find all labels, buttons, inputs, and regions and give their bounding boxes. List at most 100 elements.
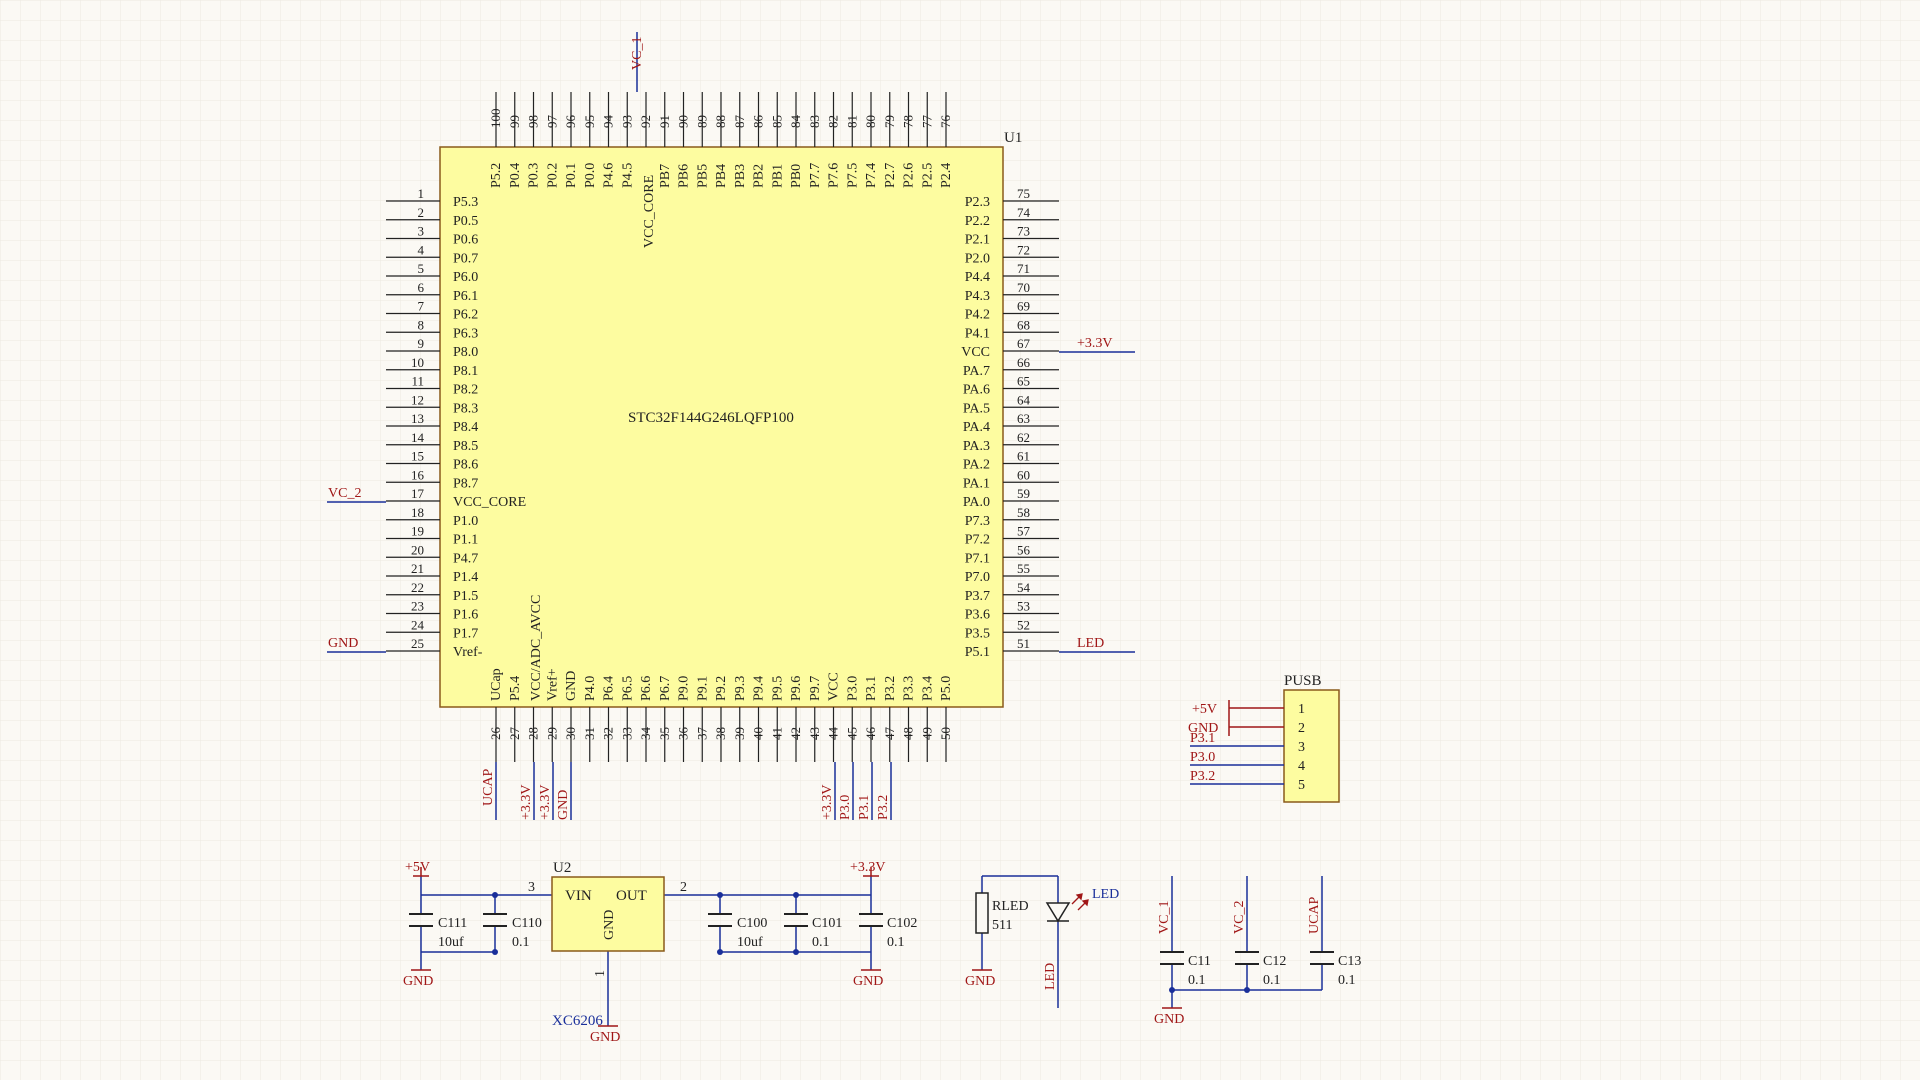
u1-pin-name: P8.4 (453, 420, 478, 435)
pusb-wires (1190, 745, 1284, 785)
u1-pin-name: P3.4 (920, 676, 935, 701)
cap-c102-ref: C102 (887, 916, 917, 931)
u1-pin-number: 5 (418, 261, 425, 276)
u1-pin-name: P4.3 (965, 289, 990, 304)
resistor-rled[interactable] (975, 892, 989, 934)
u1-pin-number: 48 (901, 727, 916, 740)
u1-body[interactable] (439, 146, 1004, 708)
pusb-pin-number: 1 (1298, 702, 1305, 717)
pusb-designator: PUSB (1284, 673, 1322, 689)
u1-pin-name: P6.0 (453, 270, 478, 285)
pusb-net-gnd: GND (1188, 721, 1218, 736)
u1-pin-number: 56 (1017, 542, 1031, 557)
net-label-p31-b: P3.1 (857, 795, 872, 820)
u1-pin-name: P2.7 (883, 163, 898, 188)
u1-pin-number: 11 (411, 374, 424, 389)
pusb-net-p30: P3.0 (1190, 750, 1215, 765)
rled-val: 511 (992, 918, 1012, 933)
u1-pin-number: 97 (544, 115, 559, 129)
u1-pin-name: P8.7 (453, 476, 478, 491)
u1-pin-number: 16 (411, 467, 425, 482)
u1-pin-number: 25 (411, 636, 424, 651)
cap-c12-ref: C12 (1263, 954, 1286, 969)
led-circuit[interactable]: RLED 511 LED GND LED (965, 875, 1119, 1008)
u2-designator: U2 (553, 860, 571, 876)
u1-pin-name: P9.6 (789, 676, 804, 701)
u1-pin-number: 95 (582, 115, 597, 128)
u1-pin-number: 52 (1017, 617, 1030, 632)
net-label-p32-b: P3.2 (876, 795, 891, 820)
u1-pin-number: 37 (694, 727, 709, 741)
u2-body[interactable] (551, 876, 665, 952)
u1-pin-number: 94 (601, 115, 616, 129)
u1-pin-number: 65 (1017, 374, 1030, 389)
u1-pin-name: P4.4 (965, 270, 990, 285)
net-label-gnd-reg-right: GND (853, 974, 883, 989)
u1-pin-name: PA.4 (963, 420, 990, 435)
u1-pin-name: P3.5 (965, 626, 990, 641)
u1-pin-number: 68 (1017, 317, 1030, 332)
u1-pin-name: P2.1 (965, 233, 990, 248)
u1-pin-name: P9.7 (808, 676, 823, 701)
u1-pin-number: 12 (411, 392, 424, 407)
u1-pin-number: 73 (1017, 224, 1030, 239)
u1-pin-number: 20 (411, 542, 424, 557)
u1-pin-number: 10 (411, 355, 424, 370)
u1-pin-number: 99 (507, 115, 522, 128)
cap-c13-ref: C13 (1338, 954, 1361, 969)
u1-component[interactable]: U1 STC32F144G246LQFP100 100P5.299P0.498P… (386, 92, 1059, 762)
u1-pin-name: P5.3 (453, 195, 478, 210)
u1-pin-number: 51 (1017, 636, 1030, 651)
u1-pin-number: 43 (807, 727, 822, 740)
u1-pin-name: P4.7 (453, 551, 478, 566)
u1-pin-number: 47 (882, 727, 897, 741)
u1-pin-number: 32 (601, 727, 616, 740)
u1-pin-number: 7 (418, 299, 425, 314)
u1-pin-number: 2 (418, 205, 425, 220)
u1-pin-number: 42 (788, 727, 803, 740)
u1-pin-number: 58 (1017, 505, 1030, 520)
net-label-led-wire: LED (1043, 963, 1058, 990)
u1-right-pins: 75P2.374P2.273P2.172P2.071P4.470P4.369P4… (961, 186, 1059, 660)
u1-pin-number: 98 (526, 115, 541, 128)
led-diode-icon[interactable] (1045, 902, 1071, 923)
u1-pin-name: PA.1 (963, 476, 990, 491)
u1-pin-number: 36 (676, 727, 691, 741)
u1-pin-name: P7.5 (845, 163, 860, 188)
u1-pin-number: 23 (411, 599, 424, 614)
regulator-circuit[interactable]: U2 VIN OUT GND 3 2 1 XC6206 +5V +3.3V GN… (403, 860, 917, 1045)
u1-pin-name: P7.3 (965, 514, 990, 529)
u1-pin-name: P0.0 (583, 163, 598, 188)
u1-vcc-adc-label: VCC/ADC_AVCC (529, 595, 544, 701)
u1-pin-number: 81 (844, 115, 859, 128)
u1-pin-number: 35 (657, 727, 672, 740)
cap-c100-val: 10uf (737, 935, 763, 950)
u1-pin-number: 76 (938, 115, 953, 129)
net-label-ucap-cap: UCAP (1307, 896, 1322, 934)
core-caps-circuit[interactable]: VC_1 VC_2 UCAP C11 0.1 C12 0.1 C13 0.1 G… (1154, 876, 1361, 1027)
u1-pin-name: P7.4 (864, 163, 879, 188)
u1-pin-number: 75 (1017, 186, 1030, 201)
cap-c101-val: 0.1 (812, 935, 830, 950)
u1-pin-name: P8.5 (453, 439, 478, 454)
u1-pin-number: 21 (411, 561, 424, 576)
u1-pin-name: P6.4 (602, 676, 617, 701)
u1-pin-number: 34 (638, 727, 653, 741)
u1-pin-number: 28 (526, 727, 541, 740)
u1-pin-number: 53 (1017, 599, 1030, 614)
u1-pin-name: PA.5 (963, 401, 990, 416)
u1-pin-name: P9.5 (770, 676, 785, 701)
u1-pin-number: 85 (769, 115, 784, 128)
pusb-body[interactable] (1283, 689, 1340, 803)
u1-pin-name: P5.2 (489, 163, 504, 188)
u1-pin-name: PA.0 (963, 495, 990, 510)
junction-dots (492, 892, 799, 955)
u1-pin-number: 69 (1017, 299, 1030, 314)
u1-pin-number: 74 (1017, 205, 1031, 220)
u1-pin-number: 14 (411, 430, 425, 445)
u1-pin-number: 84 (788, 115, 803, 129)
u1-pin-number: 91 (657, 115, 672, 128)
u1-pin-number: 57 (1017, 524, 1031, 539)
